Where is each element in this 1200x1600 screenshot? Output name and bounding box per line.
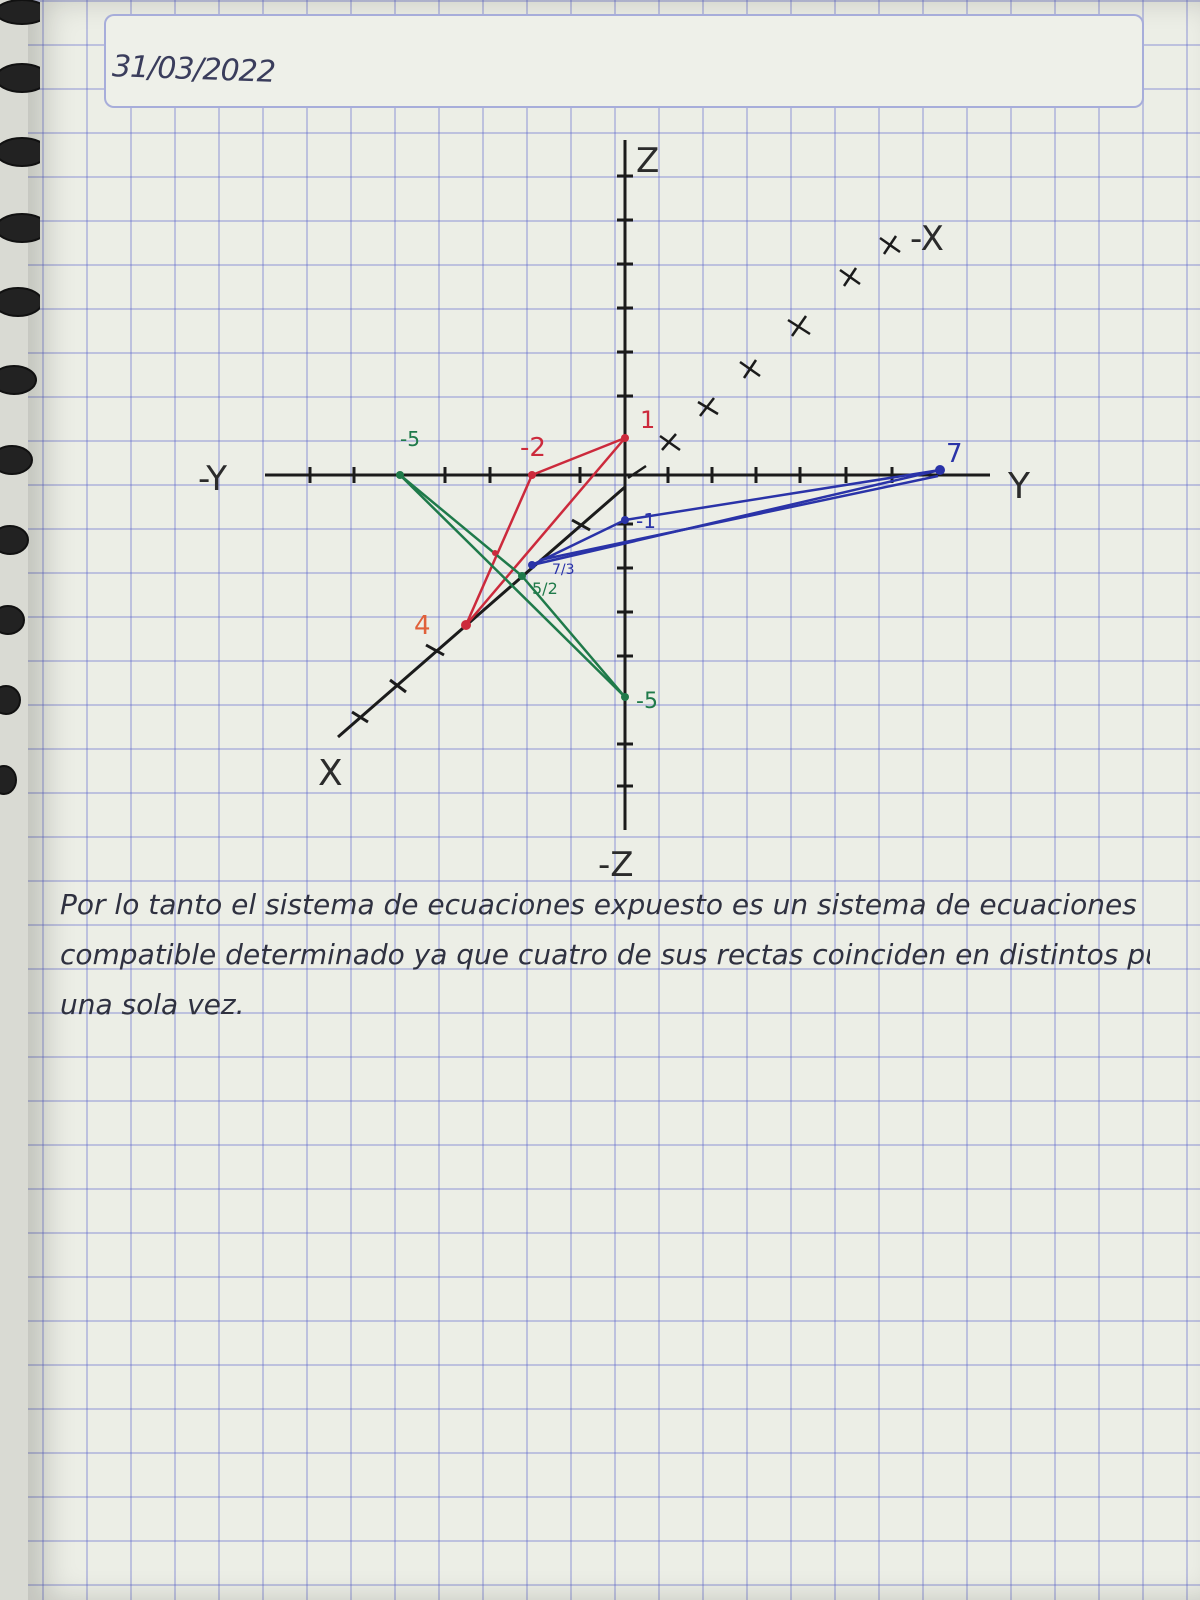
x-axis-ticks (351, 518, 591, 724)
neg-y-axis-label: -Y (198, 459, 227, 499)
blue-x-intercept-label: 7/3 (552, 562, 575, 578)
x-axis-label: X (318, 753, 343, 794)
z-axis-ticks (617, 174, 633, 788)
conclusion-line-1: Por lo tanto el sistema de ecuaciones ex… (60, 888, 1137, 921)
intercept-points (396, 434, 945, 701)
conclusion-paragraph: Por lo tanto el sistema de ecuaciones ex… (60, 880, 1150, 1030)
header-box (104, 14, 1144, 108)
red-x-intercept-label: 4 (414, 611, 431, 641)
conclusion-line-3: una sola vez. (60, 988, 245, 1021)
red-y-intercept-label: -2 (520, 433, 546, 463)
green-y-intercept-label: -5 (400, 427, 420, 451)
red-z-intercept-label: 1 (640, 406, 655, 434)
notebook-page (28, 0, 1200, 1600)
y-axis-ticks (308, 467, 894, 483)
y-axis-label: Y (1007, 466, 1031, 507)
neg-x-axis-label: -X (910, 219, 944, 259)
conclusion-line-2: compatible determinado ya que cuatro de … (60, 938, 1150, 971)
z-axis-label: Z (636, 141, 659, 181)
green-plane-trace (399, 474, 626, 698)
x-axis-solid (337, 485, 626, 739)
green-x-intercept-label: 5/2 (532, 579, 558, 598)
spiral-binding (0, 0, 40, 795)
x-negative-crosses (627, 235, 901, 480)
blue-z-intercept-label: -1 (636, 509, 656, 533)
blue-y-intercept-label: 7 (946, 439, 963, 469)
green-z-intercept-label: -5 (636, 689, 658, 714)
red-plane-trace (464, 436, 626, 626)
blue-plane-trace (531, 468, 941, 567)
neg-z-axis-label: -Z (598, 845, 634, 885)
